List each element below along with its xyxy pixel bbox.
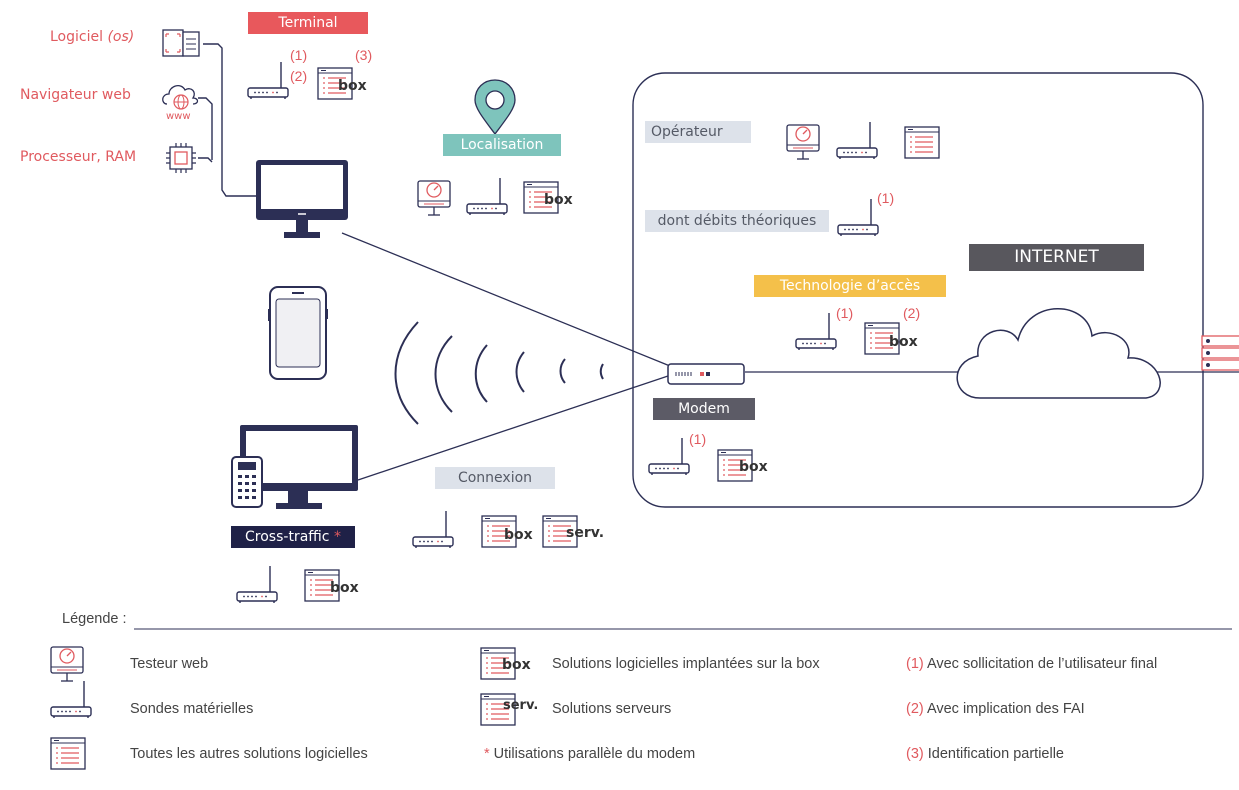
cloud-icon xyxy=(956,308,1161,399)
cross-traffic-text: Cross-traffic xyxy=(245,529,330,545)
software-window-icon xyxy=(904,126,940,159)
label-www: www xyxy=(166,111,191,122)
label-processeur: Processeur, RAM xyxy=(20,149,137,165)
box-word: box xyxy=(330,580,359,596)
link-terminal-modem xyxy=(341,232,671,367)
legend-m2-num: (2) xyxy=(906,701,924,717)
legend-m3: (3) Identification partielle xyxy=(906,745,1064,763)
tag-operateur: Opérateur xyxy=(645,121,751,143)
marker-three: (3) xyxy=(355,47,373,63)
server-icon xyxy=(1201,335,1239,371)
legend-parallele-star: * xyxy=(484,746,490,762)
software-window-icon xyxy=(50,737,86,770)
marker-one: (1) xyxy=(877,190,895,206)
router-icon xyxy=(837,198,879,237)
wifi-waves-icon xyxy=(394,321,604,425)
label-logiciel-text: Logiciel xyxy=(50,29,108,45)
tag-connexion: Connexion xyxy=(435,467,555,489)
marker-one: (1) xyxy=(689,431,707,447)
box-word: box xyxy=(338,78,367,94)
tag-debits: dont débits théoriques xyxy=(645,210,829,232)
cloud-globe-icon xyxy=(162,84,199,110)
marker-two: (2) xyxy=(903,305,921,321)
location-pin-icon xyxy=(474,79,516,136)
web-tester-icon xyxy=(417,180,451,216)
label-logiciel: Logiciel (os) xyxy=(50,27,134,47)
box-word: box xyxy=(739,459,768,475)
spec-connector-lines xyxy=(198,43,258,197)
box-word: box xyxy=(889,334,918,350)
box-word: box xyxy=(502,657,531,673)
legend-m1-text: Avec sollicitation de l’utilisateur fina… xyxy=(923,656,1158,672)
router-icon xyxy=(795,312,837,351)
link-tv-modem xyxy=(357,375,669,481)
box-word: box xyxy=(544,192,573,208)
router-icon xyxy=(236,565,278,604)
serv-word: serv. xyxy=(503,698,539,713)
legend-m2: (2) Avec implication des FAI xyxy=(906,700,1085,718)
label-logiciel-os: (os) xyxy=(107,29,135,45)
legend-autres: Toutes les autres solutions logicielles xyxy=(130,746,368,762)
web-tester-icon xyxy=(786,124,820,160)
document-icon xyxy=(162,29,200,57)
router-icon xyxy=(50,680,92,719)
monitor-icon xyxy=(256,160,348,238)
web-tester-icon xyxy=(50,646,84,682)
legend-m3-num: (3) xyxy=(906,746,924,762)
router-icon xyxy=(648,437,690,476)
phone-icon xyxy=(268,286,328,380)
serv-word: serv. xyxy=(566,525,605,541)
tag-technologie: Technologie d’accès xyxy=(754,275,946,297)
router-icon xyxy=(247,61,289,100)
legend-box-solutions: Solutions logicielles implantées sur la … xyxy=(552,656,820,672)
legend-m1-num: (1) xyxy=(906,656,924,672)
legend-sondes: Sondes matérielles xyxy=(130,701,254,717)
tag-cross-traffic: Cross-traffic * xyxy=(231,526,355,548)
legend-m1: (1) Avec sollicitation de l’utilisateur … xyxy=(906,655,1157,673)
tag-modem: Modem xyxy=(653,398,755,420)
marker-two: (2) xyxy=(290,68,308,84)
legend-m3-text: Identification partielle xyxy=(923,746,1064,762)
marker-one: (1) xyxy=(836,305,854,321)
isp-boundary xyxy=(632,72,1204,508)
legend-serveurs: Solutions serveurs xyxy=(552,701,672,717)
modem-icon xyxy=(667,363,745,385)
router-icon xyxy=(836,121,878,160)
tag-terminal: Terminal xyxy=(248,12,368,34)
cross-traffic-asterisk: * xyxy=(333,529,341,545)
box-word: box xyxy=(504,527,533,543)
label-navigateur: Navigateur web xyxy=(20,87,131,103)
router-icon xyxy=(466,177,508,216)
chip-icon xyxy=(166,143,196,173)
legend-testeur-web: Testeur web xyxy=(130,656,209,672)
legend-title: Légende : xyxy=(62,611,127,627)
router-icon xyxy=(412,510,454,549)
marker-one: (1) xyxy=(290,47,308,63)
legend-parallele: * Utilisations parallèle du modem xyxy=(484,745,695,763)
tag-internet: INTERNET xyxy=(969,244,1144,271)
tag-localisation: Localisation xyxy=(443,134,561,156)
legend-m2-text: Avec implication des FAI xyxy=(923,701,1085,717)
legend-parallele-text: Utilisations parallèle du modem xyxy=(489,746,696,762)
tv-remote-icon xyxy=(231,425,358,509)
